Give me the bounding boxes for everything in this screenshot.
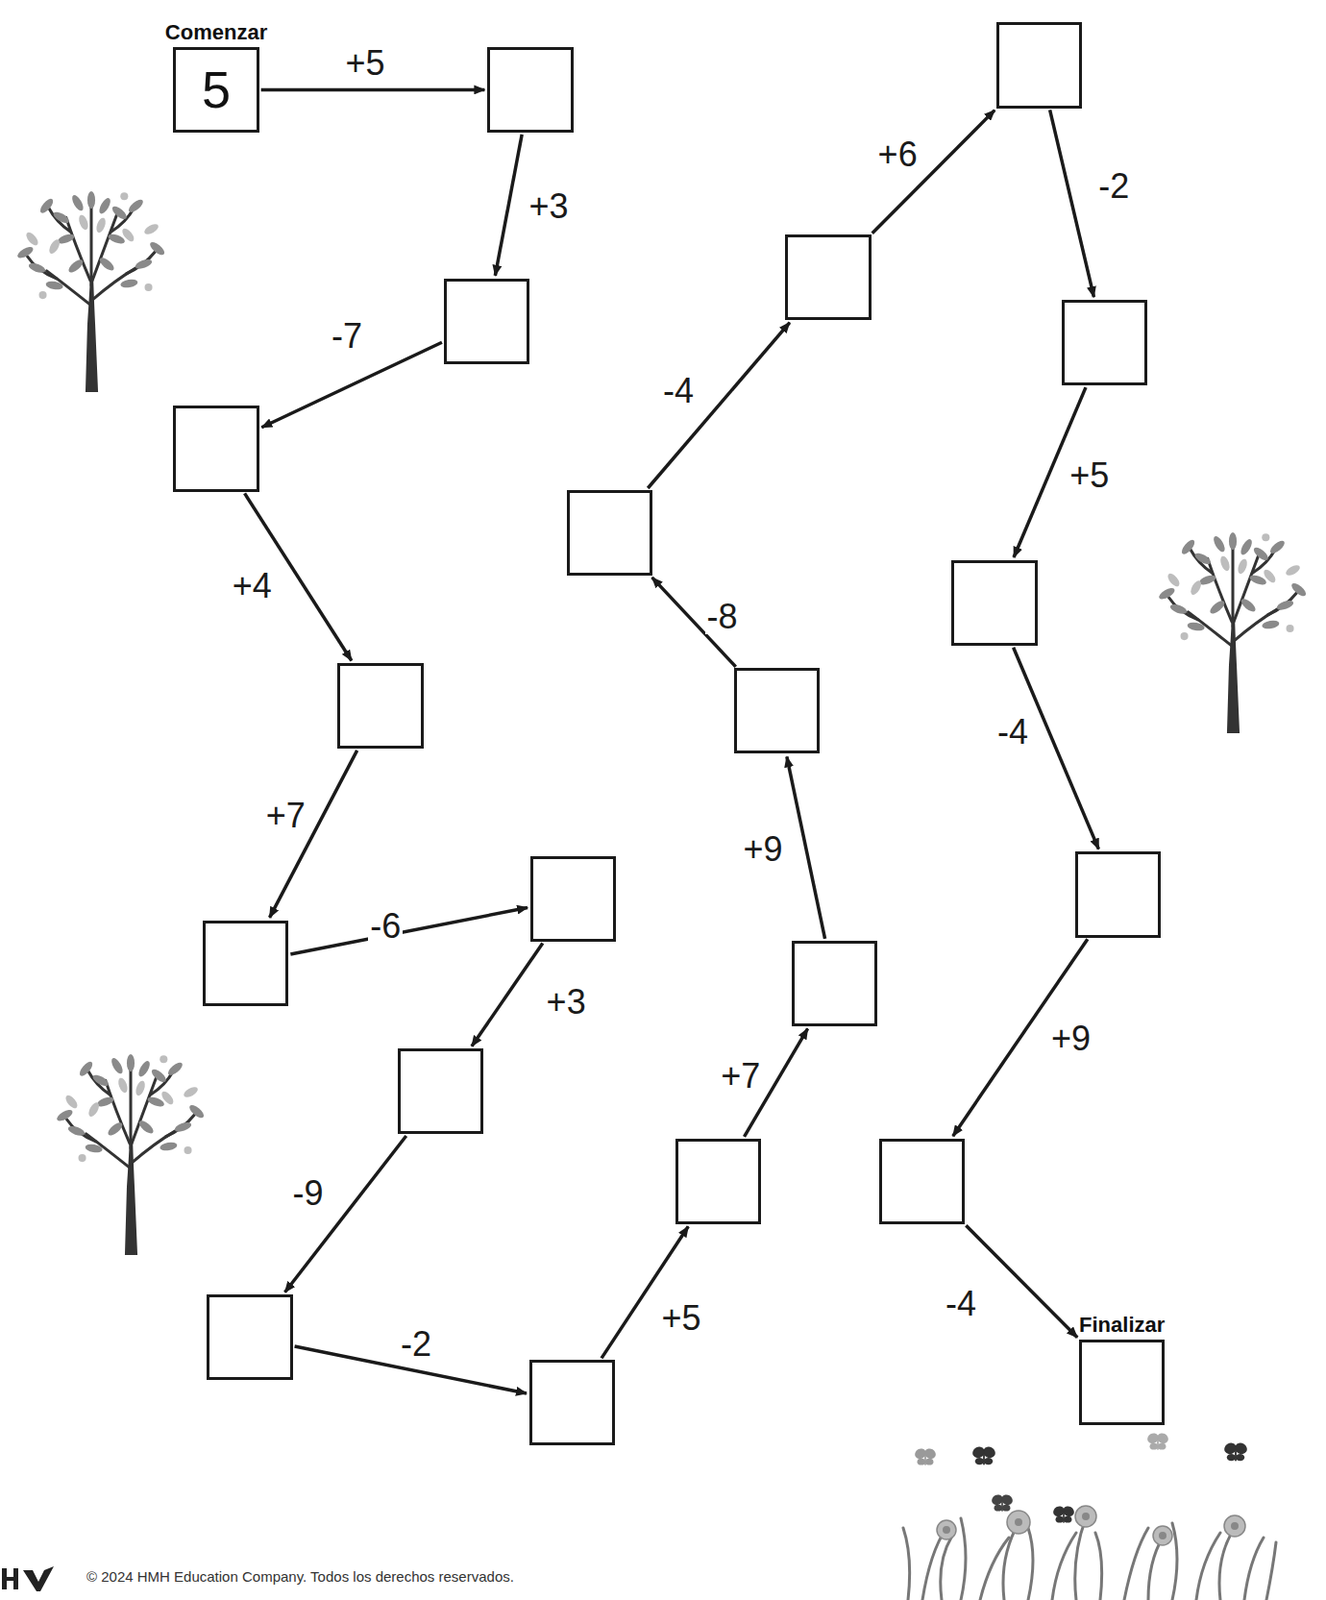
answer-box: [879, 1138, 965, 1225]
arrow-connector: [261, 88, 486, 93]
arrow-connector: [872, 110, 995, 234]
step-label: +9: [1049, 1021, 1093, 1056]
answer-box: [337, 663, 423, 749]
answer-box: [785, 234, 871, 320]
answer-box: [675, 1138, 762, 1225]
step-label: +4: [230, 568, 274, 604]
answer-box: [791, 940, 878, 1027]
flower-meadow: [903, 1430, 1277, 1600]
step-label: +5: [660, 1301, 704, 1336]
step-label: +7: [718, 1058, 762, 1094]
step-label: +9: [740, 832, 785, 867]
step-label: +7: [264, 798, 308, 834]
answer-box: [529, 1359, 615, 1446]
arrow-connector: [647, 322, 790, 489]
arrow-connector: [290, 908, 528, 955]
answer-box: [530, 856, 616, 942]
arrow-connector: [270, 750, 358, 918]
arrow-connector: [601, 1226, 688, 1358]
answer-box: [1075, 851, 1161, 937]
answer-box: [443, 278, 530, 365]
step-label: -6: [368, 908, 403, 944]
answer-box: [487, 47, 573, 133]
arrow-connector: [494, 134, 522, 276]
step-label: +5: [1067, 458, 1111, 493]
answer-box: [951, 560, 1037, 646]
tree: [1157, 532, 1309, 734]
arrow-connector: [261, 342, 442, 428]
tree: [55, 1054, 207, 1255]
step-label: +3: [527, 189, 571, 224]
answer-box: [397, 1048, 484, 1134]
step-label: +6: [876, 137, 920, 172]
answer-box: [206, 1294, 293, 1380]
box-number: 5: [201, 63, 231, 116]
answer-box: [172, 405, 259, 492]
step-label: +5: [343, 46, 387, 81]
answer-box: [734, 667, 820, 754]
step-label: -7: [329, 319, 365, 354]
arrow-connector: [965, 1225, 1078, 1337]
step-label: -8: [705, 599, 740, 635]
arrow-connector: [284, 1135, 406, 1293]
box-heading: Finalizar: [1079, 1312, 1165, 1338]
box-heading: Comenzar: [165, 20, 268, 46]
step-label: -4: [661, 373, 696, 409]
step-label: +3: [544, 984, 589, 1020]
step-label: -4: [995, 714, 1031, 750]
answer-box: [202, 920, 289, 1007]
publisher-logo: [1, 1566, 54, 1592]
finish-box: Finalizar: [1079, 1339, 1165, 1425]
answer-box: [1061, 299, 1148, 386]
copyright-note: © 2024 HMH Education Company. Todos los …: [86, 1568, 515, 1585]
arrow-connector: [786, 756, 826, 938]
step-label: -9: [291, 1176, 326, 1211]
tree: [16, 191, 168, 393]
step-label: -4: [943, 1286, 979, 1322]
step-label: -2: [1096, 169, 1131, 204]
answer-box: [996, 22, 1082, 108]
answer-box: [566, 490, 653, 576]
arrow-connector: [1050, 109, 1095, 297]
arrow-connector: [471, 942, 543, 1046]
step-label: -2: [398, 1326, 434, 1362]
start-box: Comenzar5: [172, 47, 259, 133]
